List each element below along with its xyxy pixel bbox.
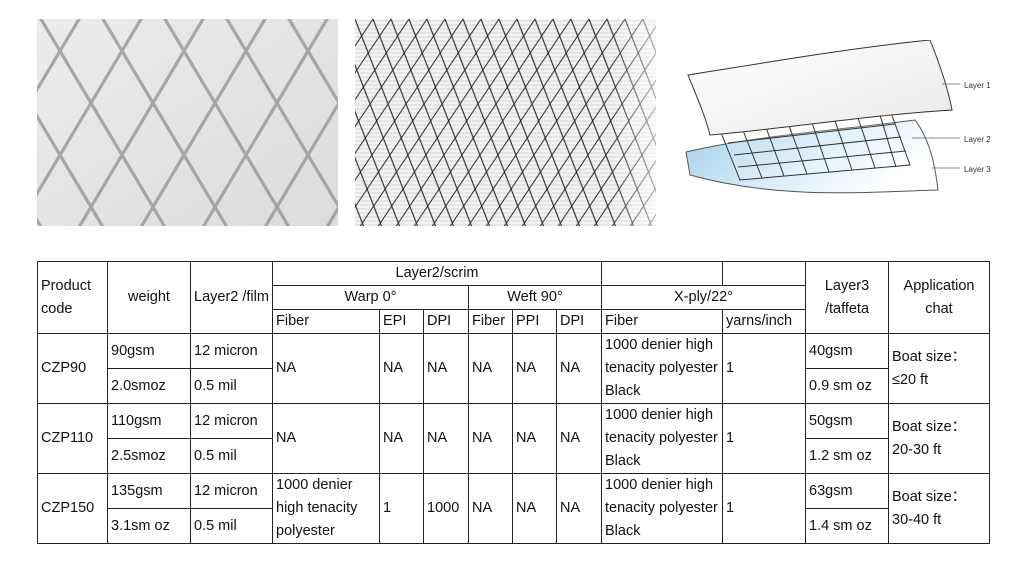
warp-dpi: NA (423, 403, 469, 474)
warp-fiber: 1000 denier high tenacity polyester (272, 473, 380, 544)
header-layer3: Layer3 /taffeta (805, 261, 889, 334)
weight-gsm: 135gsm (107, 473, 191, 509)
layer2-label: Layer 2 (964, 135, 991, 144)
xply-fiber: 1000 denier high tenacity polyester Blac… (601, 333, 723, 404)
weft-fiber: NA (468, 403, 513, 474)
taffeta-gsm: 40gsm (805, 333, 889, 369)
film-mil: 0.5 mil (190, 368, 273, 404)
application: Boat size：20-30 ft (888, 403, 990, 474)
header-xply-fiber: Fiber (601, 309, 723, 334)
weft-ppi: NA (512, 473, 557, 544)
application: Boat size：≤20 ft (888, 333, 990, 404)
weft-dpi: NA (556, 333, 602, 404)
film-mil: 0.5 mil (190, 438, 273, 474)
table-row: 2.5smoz 0.5 mil 1.2 sm oz (38, 438, 990, 474)
fabric-diamond-photo (37, 19, 338, 226)
taffeta-oz: 1.2 sm oz (805, 438, 889, 474)
weight-gsm: 110gsm (107, 403, 191, 439)
header-weft-ppi: PPI (512, 309, 557, 334)
weight-oz: 2.0smoz (107, 368, 191, 404)
layer-structure-diagram: Layer 1 Layer 2 Layer 3 (680, 40, 1000, 230)
header-layer2-scrim: Layer2/scrim (272, 261, 602, 286)
taffeta-gsm: 63gsm (805, 473, 889, 509)
header-warp-fiber: Fiber (272, 309, 380, 334)
table-row: 2.0smoz 0.5 mil 0.9 sm oz (38, 368, 990, 404)
table-row: CZP110 110gsm 12 micron NA NA NA NA NA N… (37, 403, 990, 474)
weft-dpi: NA (556, 473, 602, 544)
header-weft: Weft 90° (468, 285, 602, 310)
application: Boat size：30-40 ft (888, 473, 990, 544)
weft-fiber: NA (468, 473, 513, 544)
warp-epi: 1 (379, 473, 424, 544)
fabric-lattice-photo (355, 19, 656, 226)
warp-dpi: 1000 (423, 473, 469, 544)
header-product-code: Product code (37, 261, 108, 334)
warp-fiber: NA (272, 333, 380, 404)
header-application: Application chat (888, 261, 990, 334)
product-code: CZP90 (37, 333, 108, 404)
xply-yarns: 1 (722, 403, 806, 474)
header-weight: weight (107, 261, 191, 334)
taffeta-gsm: 50gsm (805, 403, 889, 439)
weight-gsm: 90gsm (107, 333, 191, 369)
xply-fiber: 1000 denier high tenacity polyester Blac… (601, 473, 723, 544)
film-micron: 12 micron (190, 473, 273, 509)
taffeta-oz: 1.4 sm oz (805, 508, 889, 544)
weft-fiber: NA (468, 333, 513, 404)
header-blank-2 (722, 261, 806, 286)
header-warp-epi: EPI (379, 309, 424, 334)
table-row: CZP150 135gsm 12 micron 1000 denier high… (37, 473, 990, 544)
warp-epi: NA (379, 403, 424, 474)
taffeta-oz: 0.9 sm oz (805, 368, 889, 404)
weft-ppi: NA (512, 403, 557, 474)
product-code: CZP110 (37, 403, 108, 474)
product-code: CZP150 (37, 473, 108, 544)
spec-table: Product code weight Layer2 /film Layer2/… (37, 261, 990, 544)
weight-oz: 2.5smoz (107, 438, 191, 474)
xply-yarns: 1 (722, 473, 806, 544)
layer1-label: Layer 1 (964, 81, 991, 90)
header-warp-dpi: DPI (423, 309, 469, 334)
header-xply-yarns: yarns/inch (722, 309, 806, 334)
weight-oz: 3.1sm oz (107, 508, 191, 544)
layer3-label: Layer 3 (964, 165, 991, 174)
weft-ppi: NA (512, 333, 557, 404)
film-micron: 12 micron (190, 403, 273, 439)
header-blank-1 (601, 261, 723, 286)
warp-dpi: NA (423, 333, 469, 404)
header-layer2-film: Layer2 /film (190, 261, 273, 334)
film-mil: 0.5 mil (190, 508, 273, 544)
header-weft-dpi: DPI (556, 309, 602, 334)
header-xply: X-ply/22° (601, 285, 806, 310)
film-micron: 12 micron (190, 333, 273, 369)
xply-fiber: 1000 denier high tenacity polyester Blac… (601, 403, 723, 474)
weft-dpi: NA (556, 403, 602, 474)
header-weft-fiber: Fiber (468, 309, 513, 334)
warp-fiber: NA (272, 403, 380, 474)
xply-yarns: 1 (722, 333, 806, 404)
header-warp: Warp 0° (272, 285, 469, 310)
warp-epi: NA (379, 333, 424, 404)
table-row: CZP90 90gsm 12 micron NA NA NA NA NA NA … (37, 333, 990, 404)
table-row: 3.1sm oz 0.5 mil 1.4 sm oz (38, 508, 990, 544)
